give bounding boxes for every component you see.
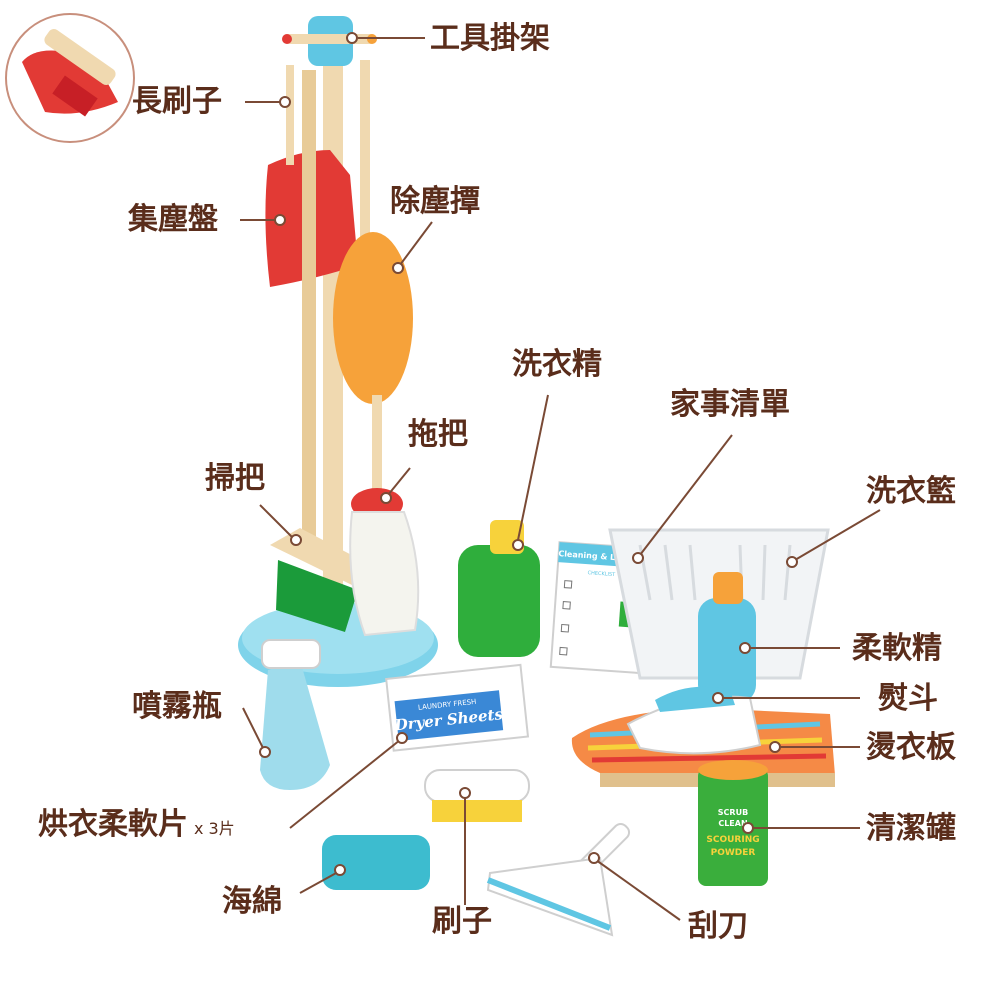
leader-dots [259,32,798,876]
label-iron: 熨斗 [878,681,938,716]
label-duster: 除塵撢 [390,184,480,219]
label-chore-list: 家事清單 [670,387,790,422]
label-dryer-sheets-qty: x 3片 [194,819,235,838]
scrub-brush [424,769,530,822]
label-brush: 刷子 [432,904,492,939]
label-squeegee: 刮刀 [688,909,748,944]
softener-bottle [698,598,756,703]
label-rack: 工具掛架 [430,21,550,56]
label-basket: 洗衣籃 [866,474,956,509]
label-broom: 掃把 [205,461,265,496]
leader-lines [240,37,881,921]
scour-line1: SCRUB [718,808,748,817]
label-long-brush: 長刷子 [132,84,222,119]
scouring-can: SCRUB CLEAN SCOURING POWDER [698,760,768,886]
mop-strings [349,511,420,637]
scour-line2: CLEAN [718,819,747,828]
label-dustpan: 集塵盤 [128,202,218,237]
broom-handle [302,70,316,540]
label-dryer-sheets-name: 烘衣柔軟片 [38,807,188,842]
label-softener: 柔軟精 [852,631,942,666]
label-dryer-sheets: 烘衣柔軟片 x 3片 [38,808,235,846]
detergent-bottle [458,545,540,657]
dryer-sheets-box: LAUNDRY FRESH Dryer Sheets [385,663,530,752]
label-spray-bottle: 噴霧瓶 [132,689,222,724]
label-detergent: 洗衣精 [512,347,602,382]
label-scouring-can: 清潔罐 [866,811,956,846]
label-mop: 拖把 [408,417,468,452]
label-sponge: 海綿 [222,884,282,919]
scour-line4: POWDER [711,848,756,858]
squeegee [486,822,631,937]
label-ironing-board: 燙衣板 [866,730,956,765]
sponge [322,835,430,890]
spray-bottle [260,660,330,790]
duster-head [333,232,413,404]
inset-dustpan-brush [5,13,135,143]
scour-line3: SCOURING [706,835,759,845]
checklist-sub: CHECKLIST [587,570,616,578]
broom-bristles [276,560,358,632]
